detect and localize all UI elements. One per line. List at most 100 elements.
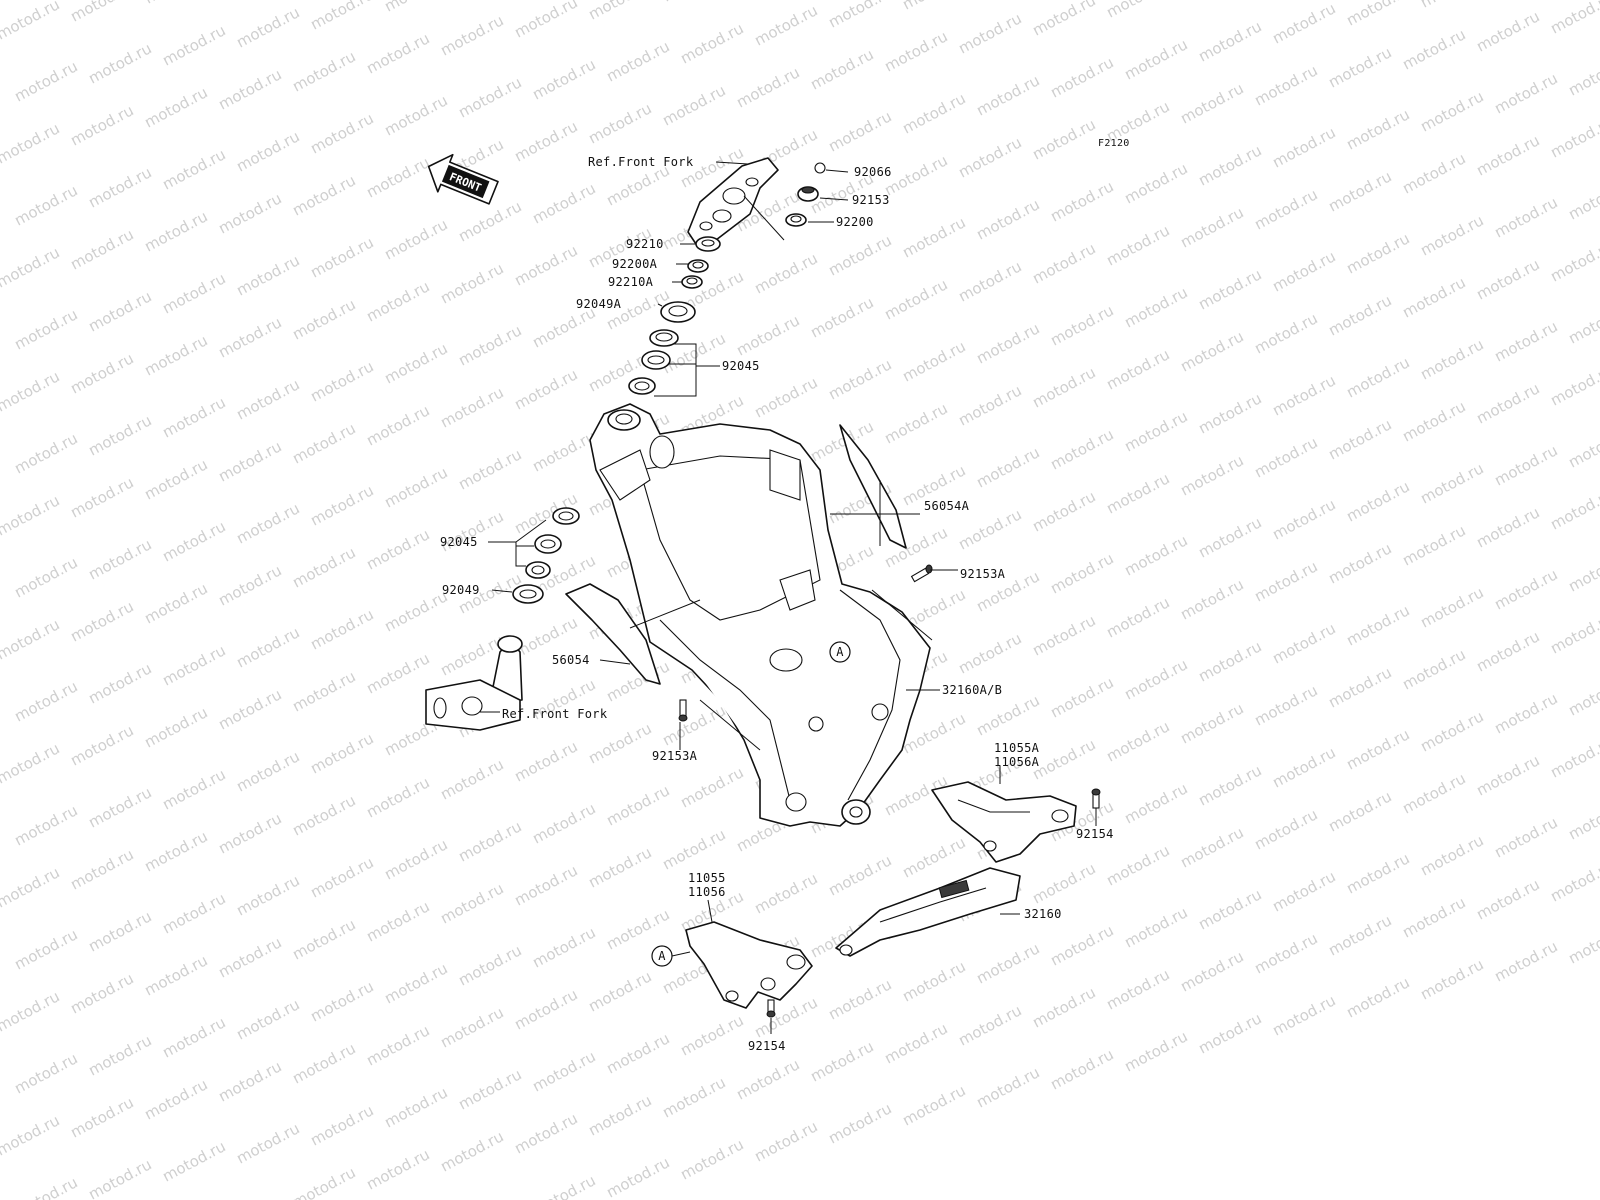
watermark-text: motod.ru: [437, 755, 506, 803]
watermark-text: motod.ru: [1195, 885, 1264, 933]
watermark-text: motod.ru: [1491, 69, 1560, 117]
watermark-text: motod.ru: [529, 55, 598, 103]
watermark-text: motod.ru: [1195, 513, 1264, 561]
watermark-text: motod.ru: [733, 1055, 802, 1103]
watermark-text: motod.ru: [159, 145, 228, 193]
watermark-text: motod.ru: [437, 11, 506, 59]
watermark-text: motod.ru: [85, 659, 154, 707]
watermark-text: motod.ru: [67, 101, 136, 149]
watermark-text: motod.ru: [955, 629, 1024, 677]
lower-fork-stem: [425, 635, 523, 731]
watermark-text: motod.ru: [585, 719, 654, 767]
svg-text:A: A: [658, 949, 666, 963]
watermark-text: motod.ru: [11, 181, 80, 229]
watermark-text: motod.ru: [1251, 681, 1320, 729]
label-92153: 92153: [852, 193, 890, 207]
watermark-text: motod.ru: [0, 615, 63, 663]
watermark-text: motod.ru: [1103, 345, 1172, 393]
watermark-text: motod.ru: [141, 827, 210, 875]
frame-cover-56054A: [839, 424, 907, 549]
watermark-text: motod.ru: [603, 1029, 672, 1077]
watermark-text: motod.ru: [1547, 361, 1600, 409]
watermark-text: motod.ru: [381, 1083, 450, 1131]
label-92153A-right: 92153A: [960, 567, 1006, 581]
watermark-text: motod.ru: [0, 987, 63, 1035]
watermark-text: motod.ru: [363, 1145, 432, 1193]
watermark-text: motod.ru: [0, 863, 63, 911]
watermark-text: motod.ru: [973, 319, 1042, 367]
watermark-text: motod.ru: [1473, 379, 1542, 427]
watermark-text: motod.ru: [511, 1109, 580, 1157]
label-11056: 11056: [688, 885, 726, 899]
watermark-text: motod.ru: [955, 133, 1024, 181]
watermark-text: motod.ru: [1325, 911, 1394, 959]
watermark-text: motod.ru: [1343, 601, 1412, 649]
watermark-text: motod.ru: [529, 1047, 598, 1095]
bolt-92153A-right: [910, 564, 933, 583]
watermark-text: motod.ru: [511, 985, 580, 1033]
label-92049: 92049: [442, 583, 480, 597]
watermark-text: motod.ru: [825, 851, 894, 899]
watermark-text: motod.ru: [67, 597, 136, 645]
watermark-text: motod.ru: [1491, 317, 1560, 365]
watermark-text: motod.ru: [585, 967, 654, 1015]
label-92045-top: 92045: [722, 359, 760, 373]
watermark-text: motod.ru: [11, 925, 80, 973]
watermark-text: motod.ru: [1121, 531, 1190, 579]
watermark-text: motod.ru: [381, 339, 450, 387]
watermark-text: motod.ru: [1047, 549, 1116, 597]
watermark-text: motod.ru: [825, 107, 894, 155]
watermark-text: motod.ru: [511, 0, 580, 42]
watermark-text: motod.ru: [85, 907, 154, 955]
label-11055A: 11055A: [994, 741, 1040, 755]
watermark-text: motod.ru: [1417, 211, 1486, 259]
watermark-text: motod.ru: [307, 109, 376, 157]
watermark-text: motod.ru: [1547, 113, 1600, 161]
watermark-text: motod.ru: [1029, 983, 1098, 1031]
watermark-text: motod.ru: [1195, 17, 1264, 65]
watermark-text: motod.ru: [215, 437, 284, 485]
watermark-text: motod.ru: [1547, 733, 1600, 781]
watermark-text: motod.ru: [1325, 663, 1394, 711]
watermark-text: motod.ru: [233, 995, 302, 1043]
watermark-text: motod.ru: [1491, 565, 1560, 613]
watermark-text: motod.ru: [1177, 699, 1246, 747]
watermark-text: motod.ru: [1417, 955, 1486, 1003]
watermark-text: motod.ru: [1195, 265, 1264, 313]
watermark-text: motod.ru: [141, 207, 210, 255]
watermark-text: motod.ru: [1343, 105, 1412, 153]
watermark-text: motod.ru: [455, 197, 524, 245]
leader-lines: [480, 161, 1097, 1034]
watermark-text: motod.ru: [529, 923, 598, 971]
watermark-text: motod.ru: [233, 1119, 302, 1167]
watermark-text: motod.ru: [1547, 237, 1600, 285]
watermark-text: motod.ru: [455, 817, 524, 865]
watermark-text: motod.ru: [1343, 353, 1412, 401]
watermark-text: motod.ru: [659, 0, 728, 6]
watermark-text: motod.ru: [1195, 141, 1264, 189]
watermark-text: motod.ru: [751, 1, 820, 49]
watermark-text: motod.ru: [215, 561, 284, 609]
label-92153A-left: 92153A: [652, 749, 698, 763]
watermark-text: motod.ru: [677, 1011, 746, 1059]
watermark-text: motod.ru: [1103, 469, 1172, 517]
watermark-text: motod.ru: [307, 357, 376, 405]
watermark-text: motod.ru: [1325, 787, 1394, 835]
label-92210A: 92210A: [608, 275, 654, 289]
watermark-text: motod.ru: [955, 381, 1024, 429]
watermark-text: motod.ru: [1195, 1009, 1264, 1057]
part-labels: Ref.Front Fork 92066 92153 92200 92210 9…: [440, 155, 1113, 1053]
watermark-text: motod.ru: [1029, 611, 1098, 659]
watermark-text: motod.ru: [215, 685, 284, 733]
watermark-text: motod.ru: [307, 0, 376, 34]
watermark-text: motod.ru: [381, 91, 450, 139]
watermark-text: motod.ru: [159, 517, 228, 565]
watermark-text: motod.ru: [1121, 655, 1190, 703]
watermark-text: motod.ru: [1269, 619, 1338, 667]
watermark-text: motod.ru: [899, 833, 968, 881]
watermark-text: motod.ru: [659, 701, 728, 749]
watermark-text: motod.ru: [437, 383, 506, 431]
watermark-text: motod.ru: [881, 27, 950, 75]
watermark-text: motod.ru: [11, 1173, 80, 1200]
